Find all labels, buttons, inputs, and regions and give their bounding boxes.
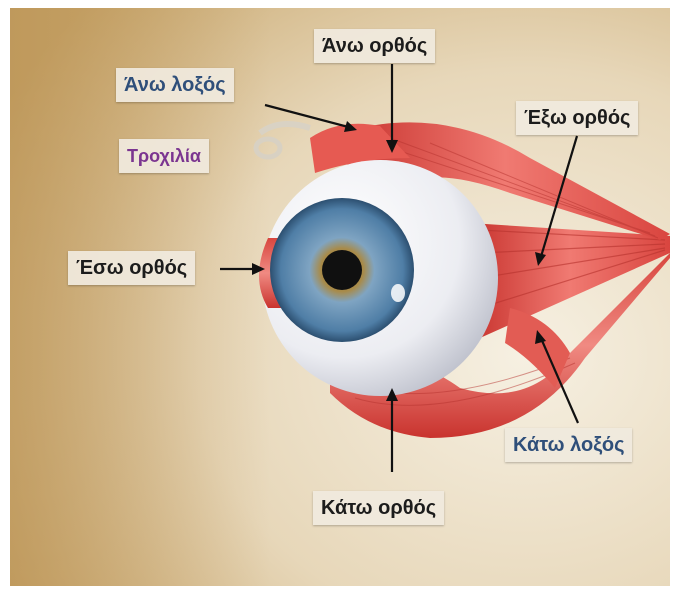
label-trochlea: Τροχιλία bbox=[119, 139, 209, 173]
label-inferior-oblique: Κάτω λοξός bbox=[505, 428, 632, 462]
iris bbox=[270, 198, 414, 342]
label-lateral-rectus: Έξω ορθός bbox=[516, 101, 638, 135]
label-inferior-rectus: Κάτω ορθός bbox=[313, 491, 444, 525]
label-medial-rectus: Έσω ορθός bbox=[68, 251, 195, 285]
label-superior-rectus: Άνω ορθός bbox=[314, 29, 435, 63]
pupil bbox=[322, 250, 362, 290]
label-superior-oblique: Άνω λοξός bbox=[116, 68, 234, 102]
eye-highlight bbox=[391, 284, 405, 302]
eye-diagram: Άνω ορθός Άνω λοξός Τροχιλία Έξω ορθός Έ… bbox=[10, 8, 670, 586]
